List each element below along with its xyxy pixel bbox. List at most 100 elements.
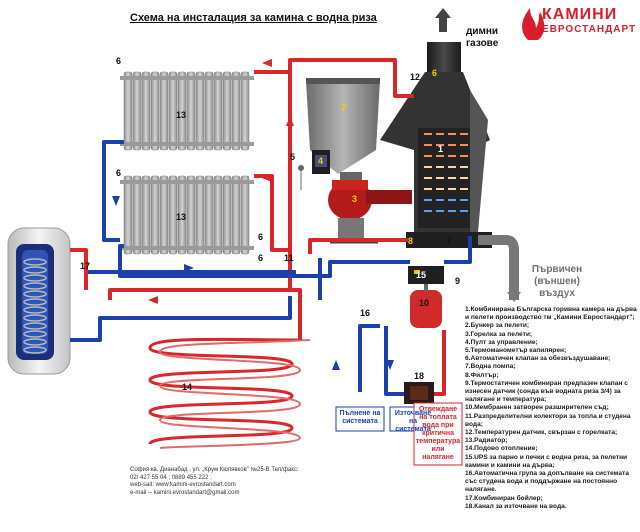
boiler-coil	[23, 258, 47, 354]
hot-pipe	[308, 238, 408, 254]
number-label: 6	[116, 168, 122, 178]
contact-info: София кв. Дианабад , ул. „Крум Кюлявков"…	[130, 467, 300, 497]
radiator-lower	[120, 175, 254, 255]
primary-air-label: Първичен (външен) въздух	[531, 264, 583, 299]
flow-arrow-icon	[262, 174, 272, 182]
radiator-fin	[231, 71, 241, 151]
legend-item: 18.Канал за източване на вода.	[465, 502, 567, 510]
radiator-fin	[240, 175, 250, 255]
pellet-burner	[328, 180, 412, 244]
hot-pipe	[290, 288, 302, 340]
flow-arrow-icon	[148, 296, 158, 304]
fireplace-flow-arrows	[424, 133, 468, 212]
primary-air-duct	[478, 235, 521, 302]
flow-arrow-icon	[184, 264, 194, 272]
number-label: 10	[419, 298, 430, 308]
radiator-fin	[195, 175, 205, 255]
number-label: 14	[182, 382, 193, 392]
radiator-fin	[240, 71, 250, 151]
number-label: 9	[455, 276, 461, 286]
radiator-fin	[168, 71, 178, 151]
flow-arrow-icon	[332, 360, 340, 370]
radiator-fin	[204, 175, 214, 255]
smoke-label: димни газове	[466, 26, 499, 49]
hot-pipe	[254, 174, 290, 252]
fill-system-label: Пълнене на системата	[339, 410, 381, 425]
coil-turn	[23, 290, 47, 298]
radiator-upper	[120, 71, 254, 151]
legend-item: 4.Пулт за управление;	[465, 338, 538, 346]
number-label: 2	[342, 102, 348, 112]
number-label: 4	[318, 156, 324, 166]
coil-turn	[23, 266, 47, 274]
radiator-fin	[123, 175, 133, 255]
hot-pipe	[70, 248, 88, 290]
smoke-arrow-icon	[435, 8, 451, 32]
brand-flame-icon	[522, 8, 545, 40]
ups-unit	[408, 266, 444, 284]
number-label: 18	[414, 371, 425, 381]
legend-item: 8.Филтър;	[465, 371, 499, 379]
number-label: 3	[352, 194, 358, 204]
legend-item: 9.Термостатичен комбиниран предпазен кла…	[465, 379, 628, 404]
cold-return-pipe	[102, 140, 124, 242]
brand-subtitle: ЕВРОСТАНДАРТ	[542, 24, 637, 35]
coil-turn	[23, 346, 47, 354]
hot-supply-pipe	[288, 58, 414, 266]
contact-email: e-mail -- kamini.evrostandart@gmail.com	[130, 489, 240, 496]
coil-turn	[23, 338, 47, 346]
radiator-fin	[159, 71, 169, 151]
page-title: Схема на инсталация за камина с водна ри…	[130, 12, 377, 24]
number-label: 12	[410, 72, 421, 82]
legend-item: 14.Подово отопление;	[465, 445, 538, 453]
fill-system-box	[335, 406, 385, 432]
fill-pipe	[358, 324, 380, 392]
cold-return-pipe	[118, 244, 300, 278]
coil-turn	[23, 282, 47, 290]
radiator-fin	[195, 71, 205, 151]
hot-water-drain-label: Отвеждане на топлата вода при критична т…	[415, 406, 461, 461]
cold-pipe	[70, 296, 292, 342]
flow-arrow-icon	[262, 59, 272, 67]
radiator-fin	[204, 71, 214, 151]
cold-return-pipe	[300, 260, 410, 278]
combi-boiler	[7, 227, 71, 375]
number-label: 16	[360, 308, 371, 318]
number-label: 6	[116, 56, 122, 66]
coil-turn	[23, 298, 47, 306]
number-label: 13	[176, 110, 187, 120]
radiator-header	[120, 180, 254, 184]
hot-water-drain-box	[413, 402, 463, 466]
number-label: 6	[432, 68, 438, 78]
pipe-network	[70, 58, 472, 396]
radiator-fin	[222, 71, 232, 151]
radiator-fin	[132, 71, 142, 151]
legend-item: 10.Мембранен затворен разширителен съд;	[465, 404, 609, 412]
coil-turn	[23, 306, 47, 314]
legend-item: 2.Бункер за пелети;	[465, 322, 530, 330]
contact-website: web-sait: www.kamini-evrostandart.com	[130, 482, 236, 488]
contact-phone: 02/ 427 55 04 ; 0889 455 222 ;	[130, 474, 212, 481]
radiator-fin	[150, 175, 160, 255]
radiator-fin	[150, 71, 160, 151]
legend-item: 13.Радиатор;	[465, 437, 508, 445]
thermomanometer-icon	[298, 165, 304, 190]
radiator-fin	[213, 175, 223, 255]
legend-list: 1.Комбинирана Българска горивна камера н…	[465, 306, 637, 511]
cold-pipe	[444, 236, 472, 264]
legend-item: 5.Термоманометър капилярен;	[465, 347, 567, 355]
number-label: 17	[80, 261, 91, 271]
radiator-fin	[186, 175, 196, 255]
number-label: 6	[258, 253, 264, 263]
coil-turn	[23, 322, 47, 330]
radiator-fin	[132, 175, 142, 255]
floor-loop-hot	[148, 337, 301, 446]
legend-item: 7.Водна помпа;	[465, 363, 516, 371]
coil-turn	[23, 258, 47, 266]
floor-loop-return	[158, 339, 311, 449]
radiator-fin	[159, 175, 169, 255]
expansion-vessel	[410, 280, 442, 328]
radiator-header	[120, 142, 254, 146]
